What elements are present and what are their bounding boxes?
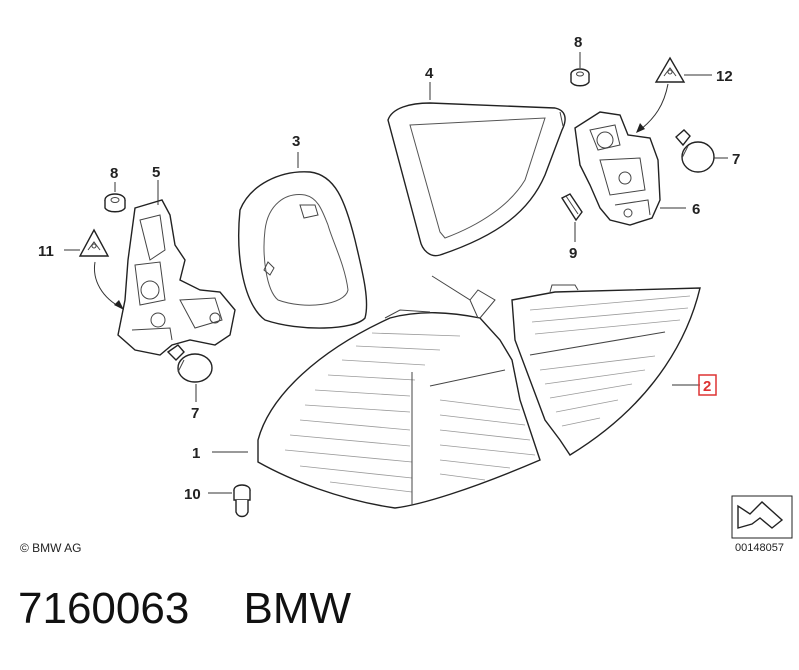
part-12-warning-label[interactable] (654, 56, 686, 83)
assembly-arrow-left (93, 261, 123, 309)
leader-lines (64, 52, 728, 494)
callout-12: 12 (716, 68, 733, 85)
part-10-expanding-rivet[interactable] (233, 484, 251, 518)
part-5-bulb-holder[interactable] (117, 199, 236, 356)
callout-1: 1 (192, 445, 200, 462)
part-3-gasket[interactable] (238, 171, 368, 329)
callout-8-left: 8 (110, 165, 118, 182)
part-6-bulb-holder[interactable] (574, 111, 661, 226)
part-1-outer-tail-light[interactable] (257, 275, 541, 509)
part-9-small-bulb[interactable] (560, 193, 583, 222)
callout-8-right: 8 (574, 34, 582, 51)
part-number: 7160063 (18, 584, 190, 633)
callout-7-lower: 7 (191, 405, 199, 422)
exploded-parts-diagram: 1 2 3 4 5 6 7 7 8 8 9 10 11 12 (38, 34, 793, 539)
callout-7-upper: 7 (732, 151, 740, 168)
part-7-bulb-lower-left[interactable] (166, 344, 213, 383)
assembly-arrow-right-head (636, 123, 645, 133)
assembly-arrow-right (639, 83, 669, 131)
part-11-warning-label[interactable] (78, 228, 110, 257)
callout-4: 4 (425, 65, 434, 82)
diagram-id: 00148057 (735, 542, 784, 554)
callout-6: 6 (692, 201, 700, 218)
copyright-text: © BMW AG (20, 541, 82, 555)
callout-2: 2 (703, 378, 711, 395)
callout-2-highlight (698, 374, 717, 396)
part-8-nut-right[interactable] (570, 68, 590, 87)
part-4-gasket[interactable] (387, 102, 566, 257)
callout-10: 10 (184, 486, 201, 503)
assembly-arrow-left-head (114, 300, 124, 310)
part-8-nut-left[interactable] (104, 193, 126, 213)
callout-11: 11 (38, 243, 54, 260)
callout-9: 9 (569, 245, 577, 262)
orientation-arrow-icon (731, 495, 793, 539)
part-7-bulb-upper-right[interactable] (675, 129, 715, 173)
part-2-inner-tail-light[interactable] (511, 284, 701, 456)
callout-5: 5 (152, 164, 160, 181)
brand-name: BMW (243, 584, 352, 633)
footer: 7160063 BMW (18, 584, 351, 644)
callout-3: 3 (292, 133, 300, 150)
